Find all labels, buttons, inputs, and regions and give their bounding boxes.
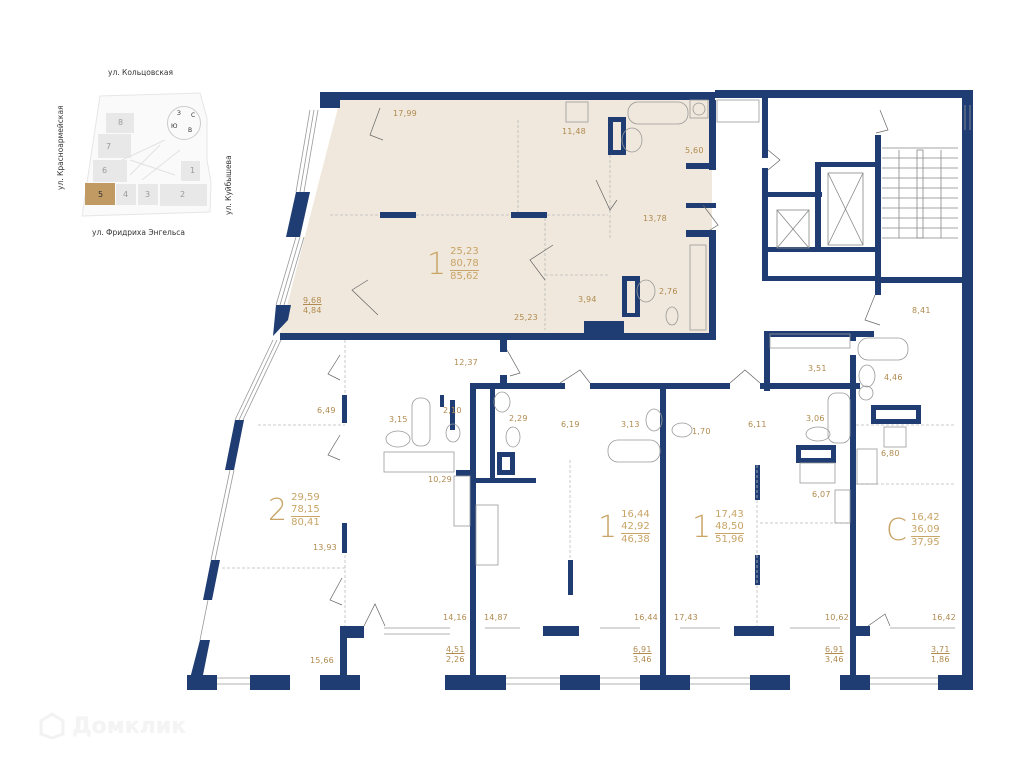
- fixtures: [383, 99, 909, 566]
- room-area: 16,44: [634, 613, 658, 622]
- building-8: 8: [118, 118, 124, 127]
- street-north: ул. Кольцовская: [108, 68, 174, 77]
- room-area: 4,46: [884, 373, 903, 382]
- apartment-type: 2: [268, 492, 288, 528]
- apartment-type: 1: [598, 509, 618, 545]
- room-area: 12,37: [454, 358, 478, 367]
- room-area: 2,76: [659, 287, 678, 296]
- house-logo-icon: [39, 712, 65, 740]
- building-1: 1: [190, 166, 196, 175]
- living-area: 16,44: [621, 509, 650, 520]
- total-with-balcony: 51,96: [715, 534, 744, 545]
- total-area: 36,09: [910, 524, 940, 537]
- balcony-area: 6,91: [825, 645, 844, 654]
- compass-s: Ю: [171, 123, 178, 130]
- building-5-highlight: [85, 183, 115, 205]
- balcony-area-reduced: 2,26: [446, 655, 465, 664]
- room-area: 8,41: [912, 306, 931, 315]
- room-area: 25,23: [514, 313, 538, 322]
- building-7: 7: [106, 142, 112, 151]
- room-area: 13,93: [313, 543, 337, 552]
- compass-n: С: [191, 112, 196, 119]
- room-area: 13,78: [643, 214, 667, 223]
- room-area: 5,60: [685, 146, 704, 155]
- room-area: 1,70: [692, 427, 711, 436]
- stair-and-elevators: [776, 147, 958, 249]
- total-with-balcony: 85,62: [450, 271, 479, 282]
- room-area: 14,87: [484, 613, 508, 622]
- balcony-area: 6,91: [633, 645, 652, 654]
- room-area: 16,42: [932, 613, 956, 622]
- total-with-balcony: 37,95: [910, 537, 940, 548]
- balcony-area-reduced: 3,46: [825, 655, 844, 664]
- door-swings: [327, 107, 891, 627]
- room-area: 6,07: [812, 490, 831, 499]
- compass-e: В: [188, 127, 193, 134]
- total-area: 78,15: [291, 504, 320, 517]
- street-west: ул. Красноармейская: [56, 105, 65, 190]
- room-area: 10,62: [825, 613, 849, 622]
- living-area: 17,43: [715, 509, 744, 520]
- living-area: 29,59: [291, 492, 320, 503]
- balcony-area: 4,51: [446, 645, 465, 654]
- compass-icon: З С Ю В: [167, 106, 201, 140]
- watermark-logo: Домклик: [38, 712, 186, 740]
- total-area: 48,50: [715, 521, 744, 534]
- total-area: 80,78: [450, 258, 479, 271]
- room-area: 2,29: [509, 414, 528, 423]
- building-6: 6: [102, 166, 108, 175]
- room-area: 11,48: [562, 127, 586, 136]
- room-area: 17,43: [674, 613, 698, 622]
- building-3: 3: [145, 190, 151, 199]
- building-4: 4: [123, 190, 129, 199]
- building-5: 5: [98, 190, 104, 199]
- room-area: 15,66: [310, 656, 334, 665]
- balcony-area: 9,68: [303, 296, 322, 305]
- room-area: 6,11: [748, 420, 767, 429]
- balcony-area: 3,71: [931, 645, 950, 654]
- room-area: 3,51: [808, 364, 827, 373]
- room-area: 3,94: [578, 295, 597, 304]
- apartment-type: 1: [427, 246, 447, 282]
- room-area: 6,49: [317, 406, 336, 415]
- room-area: 10,29: [428, 475, 452, 484]
- room-area: 3,06: [806, 414, 825, 423]
- compass-w: З: [177, 110, 181, 117]
- balcony-area-reduced: 1,86: [931, 655, 950, 664]
- street-south: ул. Фридриха Энгельса: [92, 228, 185, 237]
- room-area: 6,19: [561, 420, 580, 429]
- apartment-type: С: [886, 512, 907, 548]
- room-area: 2,10: [443, 406, 462, 415]
- windows: [199, 105, 971, 685]
- watermark-text: Домклик: [72, 713, 187, 739]
- balcony-area-reduced: 3,46: [633, 655, 652, 664]
- room-area: 14,16: [443, 613, 467, 622]
- room-area: 6,80: [881, 449, 900, 458]
- street-east: ул. Куйбышева: [224, 155, 233, 215]
- building-2: 2: [180, 190, 186, 199]
- living-area: 16,42: [910, 512, 940, 523]
- walls: [187, 90, 973, 690]
- room-area: 17,99: [393, 109, 417, 118]
- total-with-balcony: 46,38: [621, 534, 650, 545]
- total-area: 42,92: [621, 521, 650, 534]
- total-with-balcony: 80,41: [291, 517, 320, 528]
- living-area: 25,23: [450, 246, 479, 257]
- room-area: 3,13: [621, 420, 640, 429]
- highlighted-apartment-fill[interactable]: [280, 100, 712, 333]
- room-area: 3,15: [389, 415, 408, 424]
- apartment-type: 1: [692, 509, 712, 545]
- balcony-area-reduced: 4,84: [303, 306, 322, 315]
